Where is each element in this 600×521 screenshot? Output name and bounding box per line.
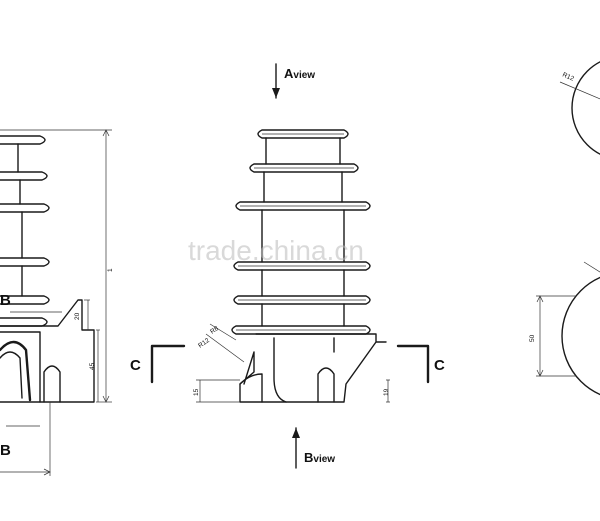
dim-center-15: 15	[193, 388, 200, 396]
a-view-letter: A	[284, 66, 294, 81]
b-view-letter: B	[304, 450, 313, 465]
right-top-circle: R12	[559, 61, 600, 155]
center-base	[196, 323, 390, 403]
section-arch	[0, 340, 32, 402]
a-view-arrow: Aview	[272, 63, 315, 99]
left-view: 20 45 1 B B	[0, 129, 114, 476]
right-bottom-circle: 50	[529, 261, 600, 396]
dim-center-r8: R8	[209, 325, 220, 336]
section-label-b-bottom: B	[0, 442, 11, 459]
dim-right-r12: R12	[561, 71, 575, 82]
right-views: R12 50	[529, 61, 600, 396]
svg-text:Bview: Bview	[304, 450, 335, 465]
section-c-right-bracket	[396, 344, 430, 384]
dim-right-50: 50	[529, 334, 536, 342]
center-view: Aview	[130, 63, 445, 469]
b-view-arrow: Bview	[292, 427, 335, 469]
dim-center-19: 19	[383, 388, 390, 396]
b-view-suffix: view	[313, 454, 335, 465]
svg-text:Aview: Aview	[284, 66, 315, 81]
dim-center-r12: R12	[197, 337, 211, 350]
center-sheds	[231, 129, 371, 335]
section-label-b-top: B	[0, 292, 11, 309]
section-label-c-right: C	[434, 357, 445, 374]
watermark: trade.china.cn	[188, 235, 364, 266]
a-view-suffix: view	[293, 70, 315, 81]
section-c-left-bracket	[150, 344, 186, 384]
left-sheds	[0, 135, 50, 327]
dim-left-45: 45	[89, 362, 96, 370]
section-label-c-left: C	[130, 357, 141, 374]
dim-left-total: 1	[107, 268, 114, 272]
dim-left-20: 20	[74, 312, 81, 320]
